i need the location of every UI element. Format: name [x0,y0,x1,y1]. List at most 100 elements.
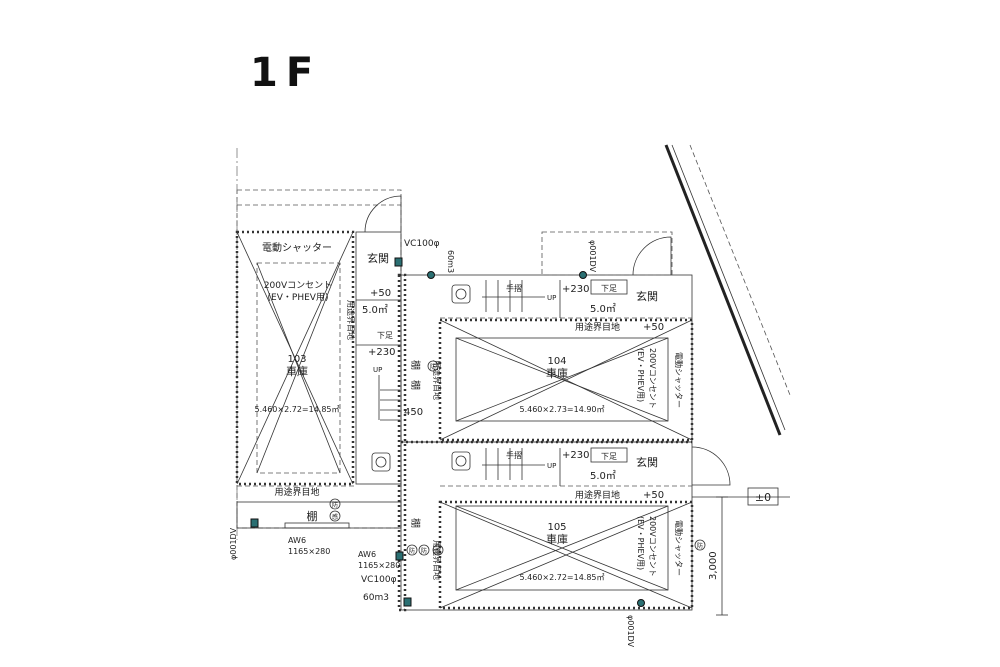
unit-105-door-swing [691,446,731,486]
unit-105-outlet-note-v: (EV・PHEV用) [636,516,645,570]
marker-circle-6 [694,539,706,551]
unit-103-shelf-box [236,501,402,529]
ground-level-box [747,487,779,506]
markers: 防 感 防 防 感 防 防 [329,360,706,556]
vc-vent-3 [579,271,587,279]
unit-103-level-stair: +230 [368,347,395,358]
marker-7: 防 [430,363,436,371]
unit-105-entrance-area: 5.0㎡ [590,470,616,482]
unit-105: 玄関 下足 +230 手摺 UP 5.0㎡ 用途界目地 +50 105 車庫 5… [400,441,731,611]
unit-104-sink [451,284,471,304]
unit-105-entrance-label: 玄関 [636,455,658,469]
unit-104-up-label: UP [547,294,556,302]
ground-level-label: ±0 [755,491,771,504]
unit-103-entrance-area: 5.0㎡ [362,304,388,316]
unit-104-garage-diag-2 [439,319,693,441]
unit-103-garage-diag-2 [236,231,354,485]
unit-103-lower-label: 下足 [377,331,393,340]
unit-105-outlet-v: 200Vコンセント [648,516,657,577]
marker-circle-5 [432,544,444,556]
vc-phi-1: φ001DV [588,240,597,273]
unit-103-entrance-label: 玄関 [367,251,389,265]
unit-103-car-outline [256,262,341,474]
marker-4: 防 [421,547,427,555]
unit-104-handrail: 手摺 [506,283,522,293]
unit-104-entrance-area: 5.0㎡ [590,303,616,315]
unit-104-boundary-label: 用途界目地 [575,321,620,333]
marker-circle-4 [418,544,430,556]
unit-105-level: +50 [643,490,664,501]
unit-103-sink-bowl [375,456,387,468]
marker-circle-2 [329,510,341,522]
unit-105-handrail: 手摺 [506,450,522,460]
unit-103-boundary-label: 用途界目地 [274,486,319,498]
marker-circle-7 [427,360,439,372]
floor-title: 1F [250,50,322,96]
unit-104-outlet-v: 200Vコンセント [648,348,657,409]
aw-label-2: AW6 [358,550,376,559]
vc-vent-6 [637,599,645,607]
height-dim-label: 3,000 [708,551,719,580]
unit-103-outlet-label: 200Vコンセント [264,280,332,291]
unit-104-shelf-v: 棚 [409,380,422,390]
unit-103-room: 車庫 [286,364,308,378]
marker-circle-3 [406,544,418,556]
unit-103-number: 103 [287,354,306,365]
unit-104-lower-label: 下足 [601,284,617,293]
unit-103-dim-450: 450 [404,407,423,418]
marker-1: 防 [332,501,338,509]
vc-phi-3: φ001DV [626,615,635,648]
unit-104-garage-wall [438,318,694,442]
aw-size-1: 1165×280 [288,547,330,556]
unit-104-door-swing [632,236,672,276]
marker-5: 感 [435,547,441,555]
vc-label-2: VC100φ [361,575,397,585]
unit-104-porch-dash [541,231,673,276]
unit-103-boundary-v: 用途界目地 [346,300,356,340]
vc-vent-5 [395,551,404,561]
unit-104-room: 車庫 [546,366,568,380]
unit-103-entrance-wall [355,231,402,485]
unit-103-outlet-note: (EV・PHEV用) [268,292,329,303]
unit-105-shelf-v: 棚 [409,518,422,528]
unit-104-car-outline [455,337,669,422]
unit-103-shutter-label: 電動シャッター [262,241,332,254]
unit-105-lower-box [590,447,628,463]
unit-103-up-label: UP [373,366,382,374]
vc-vent-1 [394,257,403,267]
vc-vent-7 [403,597,412,607]
unit-105-level-stair: +230 [562,450,589,461]
unit-103-window-aw [284,522,350,529]
unit-105-area-calc: 5.460×2.72=14.85㎡ [519,573,604,582]
aw-label-1: AW6 [288,536,306,545]
unit-104-sink-bowl [455,288,467,300]
unit-104-level-stair: +230 [562,284,589,295]
unit-104-outlet-note-v: (EV・PHEV用) [636,348,645,402]
marker-3: 防 [409,547,415,555]
aw-size-2: 1165×280 [358,561,400,570]
site-boundary: ±0 3,000 [664,144,791,616]
unit-105-boundary-label: 用途界目地 [575,489,620,501]
unit-105-number: 105 [547,522,566,533]
road-line-2 [671,144,786,431]
unit-103-outer-dash [236,189,402,529]
unit-105-shutter-v: 電動シャッター [674,520,683,576]
unit-103-area-calc: 5.460×2.72=14.85㎡ [254,405,339,414]
unit-105-up-label: UP [547,462,556,470]
unit-104-number: 104 [547,356,566,367]
unit-103-sink [371,452,391,472]
road-line-3 [689,144,791,396]
vc-label-1: VC100φ [404,239,440,249]
unit-104: 玄関 下足 +230 手摺 UP 5.0㎡ 用途界目地 +50 104 車庫 5… [400,231,694,443]
unit-105-car-diag-2 [455,505,669,591]
unit-104-area-calc: 5.460×2.73=14.90㎡ [519,405,604,414]
unit-104-car-diag-2 [455,337,669,422]
unit-104-shutter-v: 電動シャッター [674,352,683,408]
unit-103-door-swing [364,195,402,233]
unit-105-room: 車庫 [546,532,568,546]
unit-105-garage-wall [438,500,694,610]
equipment: VC100φ 60m3 φ001DV AW6 1165×280 φ001DV A… [229,239,645,648]
unit-103-garage-wall [235,230,355,486]
unit-104-level: +50 [643,322,664,333]
